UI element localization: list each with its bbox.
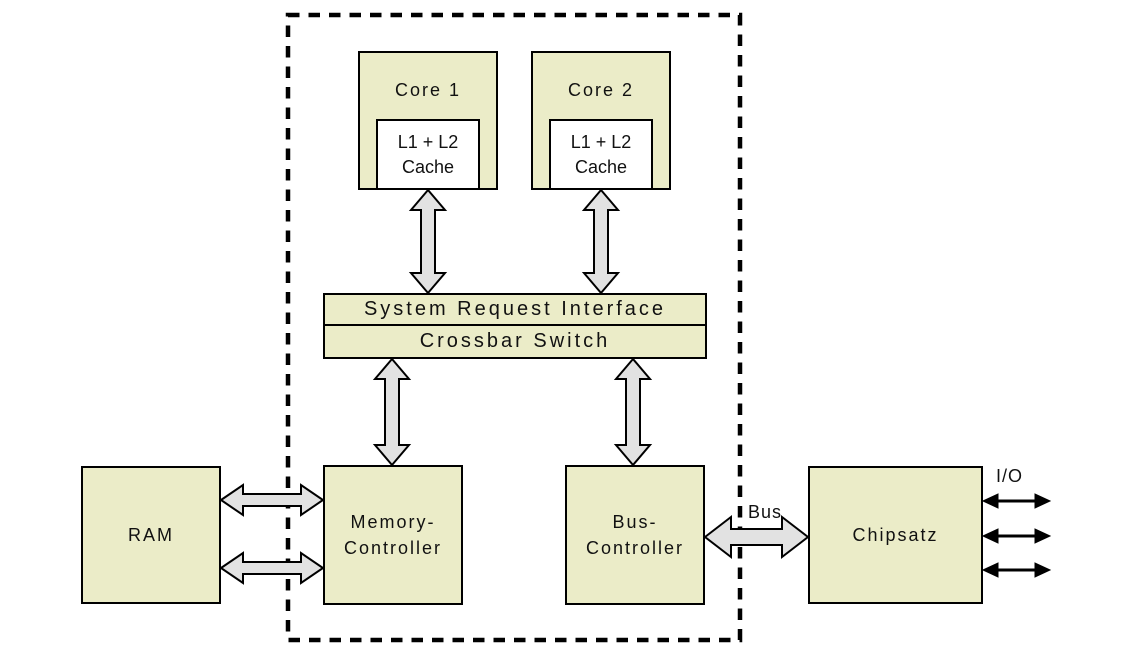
node-bus-controller-line1: Bus- [612, 512, 658, 532]
io-label: I/O [996, 466, 1024, 486]
node-chipset-label: Chipsatz [852, 524, 939, 545]
node-cache2: L1 + L2 Cache [549, 119, 653, 190]
node-crossbar-switch: Crossbar Switch [323, 324, 707, 359]
node-crossbar-label: Crossbar Switch [419, 330, 611, 352]
arrow-ram-memory-upper [219, 483, 325, 517]
cpu-die-boundary [285, 12, 743, 643]
arrow-ram-memory-lower [219, 551, 325, 585]
node-core1-label: Core 1 [394, 80, 462, 100]
bus-label: Bus [748, 502, 783, 522]
node-ram: RAM [81, 466, 221, 604]
node-core2-label: Core 2 [567, 80, 635, 100]
node-cache2-line2: Cache [574, 156, 628, 177]
node-bus-controller: Bus- Controller [565, 465, 705, 605]
node-bus-controller-line2: Controller [585, 538, 685, 558]
node-system-request-interface: System Request Interface [323, 293, 707, 326]
arrow-bus [703, 514, 810, 560]
node-cache2-line1: L1 + L2 [570, 131, 632, 152]
arrow-io-1 [981, 493, 1052, 509]
node-sri-label: System Request Interface [363, 298, 667, 320]
arrow-io-3 [981, 562, 1052, 578]
arrow-crossbar-memory [372, 357, 412, 467]
arrow-cache1-sri [408, 188, 448, 295]
node-cache1-line1: L1 + L2 [397, 131, 459, 152]
node-memory-controller-line1: Memory- [350, 512, 436, 532]
node-memory-controller: Memory- Controller [323, 465, 463, 605]
node-chipset: Chipsatz [808, 466, 983, 604]
node-cache1: L1 + L2 Cache [376, 119, 480, 190]
arrow-cache2-sri [581, 188, 621, 295]
node-cache1-line2: Cache [401, 156, 455, 177]
arrow-io-2 [981, 528, 1052, 544]
node-ram-label: RAM [128, 524, 174, 545]
node-memory-controller-line2: Controller [343, 538, 443, 558]
arrow-crossbar-bus [613, 357, 653, 467]
